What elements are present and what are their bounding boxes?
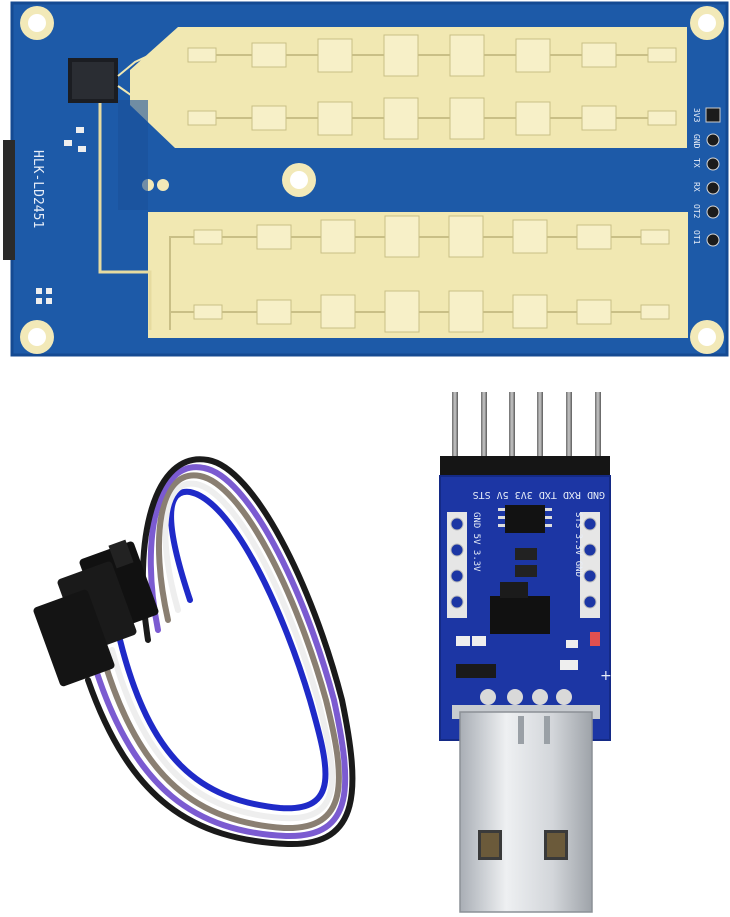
- radar-pin-header: [705, 107, 721, 247]
- right-pad-labels: STS 3.3V GND: [573, 512, 583, 577]
- pin-label-3v3: 3V3: [692, 108, 701, 123]
- pin-label-ot1: OT1: [692, 230, 701, 245]
- radar-chip: [36, 54, 152, 330]
- left-pad-labels: GND 5V 3.3V: [471, 512, 481, 572]
- adapter-pins: [440, 392, 610, 478]
- plus-mark: +: [600, 668, 612, 684]
- side-connector: [3, 140, 15, 260]
- dupont-cable: [33, 456, 356, 848]
- cable-connectors: [33, 539, 159, 687]
- top-pin-labels: GND RXD TXD 3V3 5V STS: [473, 489, 605, 500]
- radar-pin-labels: 3V3 GND TX RX OT2 OT1: [692, 108, 701, 245]
- adapter-components: [456, 505, 600, 678]
- usb-ttl-adapter: GND RXD TXD 3V3 5V STS GND 5V 3.3V STS 3…: [439, 392, 612, 913]
- mounting-holes: [20, 6, 724, 354]
- pin-label-gnd: GND: [692, 134, 701, 149]
- pin-label-tx: TX: [692, 158, 701, 168]
- rx-antenna: [148, 212, 688, 338]
- radar-board: HLK-LD2451 3V3 GND TX RX OT2 OT1: [3, 1, 729, 357]
- usb-a-plug: [459, 711, 593, 913]
- adapter-side-pads: [447, 512, 600, 618]
- pin-label-ot2: OT2: [692, 204, 701, 219]
- tx-antenna: [130, 27, 687, 148]
- pin-label-rx: RX: [692, 182, 701, 192]
- board-model-label: HLK-LD2451: [30, 150, 45, 228]
